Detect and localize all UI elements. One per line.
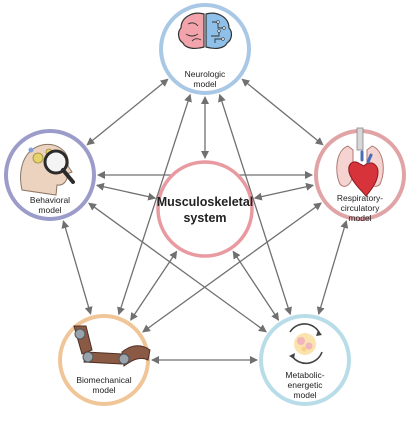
- respiratory-label: Respiratory- circulatory model: [320, 193, 400, 223]
- biomechanical-label: Biomechanical model: [62, 375, 146, 395]
- arrow-neurologic-respiratory: [241, 78, 324, 146]
- arrow-respiratory-biomechanical: [142, 202, 322, 333]
- arrow-center-behavioral: [95, 182, 157, 201]
- behavioral-line2: model: [38, 205, 62, 216]
- cell-cycle-icon: [289, 323, 323, 365]
- neurologic-line1: Neurologic: [184, 69, 226, 79]
- arrow-respiratory-metabolic: [316, 220, 349, 315]
- respiratory-line3: model: [348, 213, 372, 224]
- center-line1: Musculoskeletal: [156, 195, 254, 209]
- arrow-neurologic-behavioral: [86, 78, 169, 146]
- respiratory-line1: Respiratory-: [336, 193, 384, 203]
- metabolic-line1: Metabolic-: [285, 370, 325, 380]
- respiratory-line2: circulatory: [340, 203, 380, 214]
- behavioral-line1: Behavioral: [29, 195, 71, 205]
- connector-group: [61, 78, 349, 364]
- brain-icon: [177, 12, 233, 49]
- arrow-behavioral-biomechanical: [61, 220, 93, 315]
- center-line2: system: [183, 210, 227, 225]
- metabolic-line3: model: [293, 390, 317, 401]
- neurologic-label: Neurologic model: [165, 69, 245, 89]
- arrow-center-respiratory: [253, 182, 315, 201]
- behavioral-label: Behavioral model: [12, 195, 88, 215]
- musculoskeletal-label: Musculoskeletal system: [155, 195, 255, 226]
- biomechanical-line2: model: [92, 385, 116, 396]
- metabolic-label: Metabolic- energetic model: [265, 370, 345, 400]
- neurologic-line2: model: [193, 79, 217, 90]
- robotic-arm-icon: [73, 325, 151, 367]
- head-magnifier-icon: [20, 143, 75, 196]
- heart-lungs-icon: [336, 127, 384, 197]
- biomechanical-line1: Biomechanical: [76, 375, 132, 385]
- musculoskeletal-ring: [156, 160, 254, 258]
- metabolic-line2: energetic: [287, 380, 323, 391]
- metabolic-ring: [259, 314, 351, 406]
